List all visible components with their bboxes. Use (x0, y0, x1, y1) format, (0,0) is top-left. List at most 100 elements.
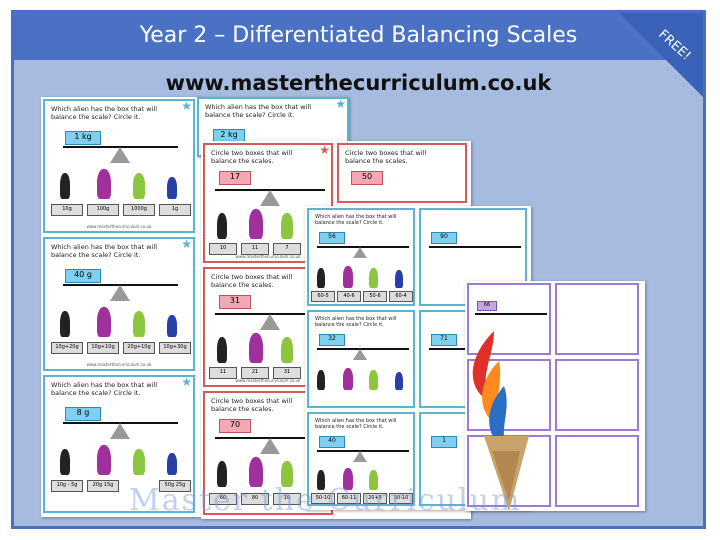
mass-box: 40 g (65, 269, 101, 283)
alien-2 (249, 457, 263, 487)
alien-2 (343, 266, 353, 288)
weight-label: 10 (209, 243, 237, 255)
weight-label: 30-10 (389, 493, 413, 504)
problem-card-purple-4 (555, 359, 639, 431)
weight-label: 60-11 (337, 493, 361, 504)
alien-4 (167, 453, 177, 475)
scale-fulcrum (353, 247, 367, 258)
problem-card-purple-1: 66 (467, 283, 551, 355)
weight-label: 21 (241, 367, 269, 379)
card-question: Which alien has the box that will balanc… (315, 214, 397, 226)
scale-beam (215, 189, 325, 191)
alien-1 (60, 449, 70, 475)
slide-frame: Year 2 – Differentiated Balancing Scales… (11, 10, 706, 529)
alien-2 (97, 445, 111, 475)
alien-4 (395, 372, 403, 390)
mass-box: 71 (431, 334, 457, 346)
weight-label: 10g+30g (159, 342, 191, 354)
card-question: Which alien has the box that will balanc… (51, 243, 157, 259)
alien-2 (343, 468, 353, 490)
card-question: Which alien has the box that will balanc… (315, 418, 397, 430)
mass-box: 40 (319, 436, 345, 448)
mass-box: 8 g (65, 407, 101, 421)
weight-label: 10g+20g (51, 342, 83, 354)
weight-label: 60-4 (389, 291, 413, 302)
alien-2 (343, 368, 353, 390)
number-box: 31 (219, 295, 251, 309)
card-footer: www.masterthecurriculum.co.uk (235, 254, 301, 259)
card-question: Circle two boxes that will balance the s… (211, 397, 293, 413)
weight-label: 60-5 (311, 291, 335, 302)
star-icon: ★ (335, 97, 346, 111)
alien-4 (167, 177, 177, 199)
scale-beam (317, 450, 409, 452)
star-icon: ★ (181, 375, 192, 389)
scale-fulcrum (353, 451, 367, 462)
alien-1 (60, 173, 70, 199)
mass-box: 90 (431, 232, 457, 244)
scale-beam (475, 313, 547, 315)
number-box: 66 (477, 301, 497, 311)
alien-3 (369, 370, 378, 390)
weight-label: 11 (241, 243, 269, 255)
problem-card-mid-1: Which alien has the box that will balanc… (307, 208, 415, 306)
weight-label: 50-6 (363, 291, 387, 302)
alien-1 (217, 461, 227, 487)
title-banner: Year 2 – Differentiated Balancing Scales (14, 13, 703, 60)
card-question: Which alien has the box that will balanc… (51, 381, 157, 397)
scale-beam (215, 437, 325, 439)
weight-label: 20g+10g (123, 342, 155, 354)
weight-label: 10g - 5g (51, 480, 83, 492)
card-footer: www.masterthecurriculum.co.uk (235, 378, 301, 383)
mass-box: 32 (319, 334, 345, 346)
problem-card-2: Which alien has the box that will balanc… (43, 237, 195, 371)
alien-1 (317, 268, 325, 288)
weight-label: 80 (241, 493, 269, 505)
alien-3 (133, 449, 145, 475)
card-question: Circle two boxes that will balance the s… (211, 273, 293, 289)
alien-1 (217, 337, 227, 363)
problem-card-3: Which alien has the box that will balanc… (43, 375, 195, 513)
alien-1 (317, 470, 325, 490)
alien-2 (249, 209, 263, 239)
weight-label: 40-6 (337, 291, 361, 302)
card-question: Circle two boxes that will balance the s… (345, 149, 427, 165)
weight-label: 50-10 (311, 493, 335, 504)
website-url[interactable]: www.masterthecurriculum.co.uk (165, 71, 552, 95)
weight-label: 10 (273, 493, 301, 505)
alien-2 (97, 307, 111, 337)
alien-1 (317, 370, 325, 390)
weight-label: 11 (209, 367, 237, 379)
alien-3 (133, 173, 145, 199)
scale-fulcrum (110, 285, 130, 301)
card-question: Circle two boxes that will balance the s… (211, 149, 293, 165)
worksheet-preview-1: Which alien has the box that will balanc… (41, 97, 201, 517)
banner-title: Year 2 – Differentiated Balancing Scales (139, 23, 578, 48)
mass-box: 1 kg (65, 131, 101, 145)
alien-1 (60, 311, 70, 337)
problem-card-red-3: Circle two boxes that will balance the s… (203, 391, 333, 515)
scale-beam (63, 284, 178, 286)
scale-fulcrum (110, 147, 130, 163)
problem-card-purple-2 (555, 283, 639, 355)
star-icon: ★ (181, 99, 192, 113)
card-footer: www.masterthecurriculum.co.uk (86, 362, 152, 367)
weight-label: 1000g (123, 204, 155, 216)
alien-3 (281, 461, 293, 487)
scale-fulcrum (353, 349, 367, 360)
scale-beam (215, 313, 325, 315)
master-the-curriculum-logo-icon (472, 331, 529, 511)
alien-1 (217, 213, 227, 239)
scale-fulcrum (110, 423, 130, 439)
mass-box: 56 (319, 232, 345, 244)
weight-label: 10g (51, 204, 83, 216)
card-footer: www.masterthecurriculum.co.uk (86, 224, 152, 229)
worksheet-preview-2: Circle two boxes that will balance the s… (201, 141, 471, 519)
scale-beam (63, 146, 178, 148)
mass-box: 1 (431, 436, 457, 448)
weight-label: 31 (273, 367, 301, 379)
alien-4 (395, 270, 403, 288)
scale-beam (429, 246, 521, 248)
scale-fulcrum (260, 190, 280, 206)
alien-4 (167, 315, 177, 337)
